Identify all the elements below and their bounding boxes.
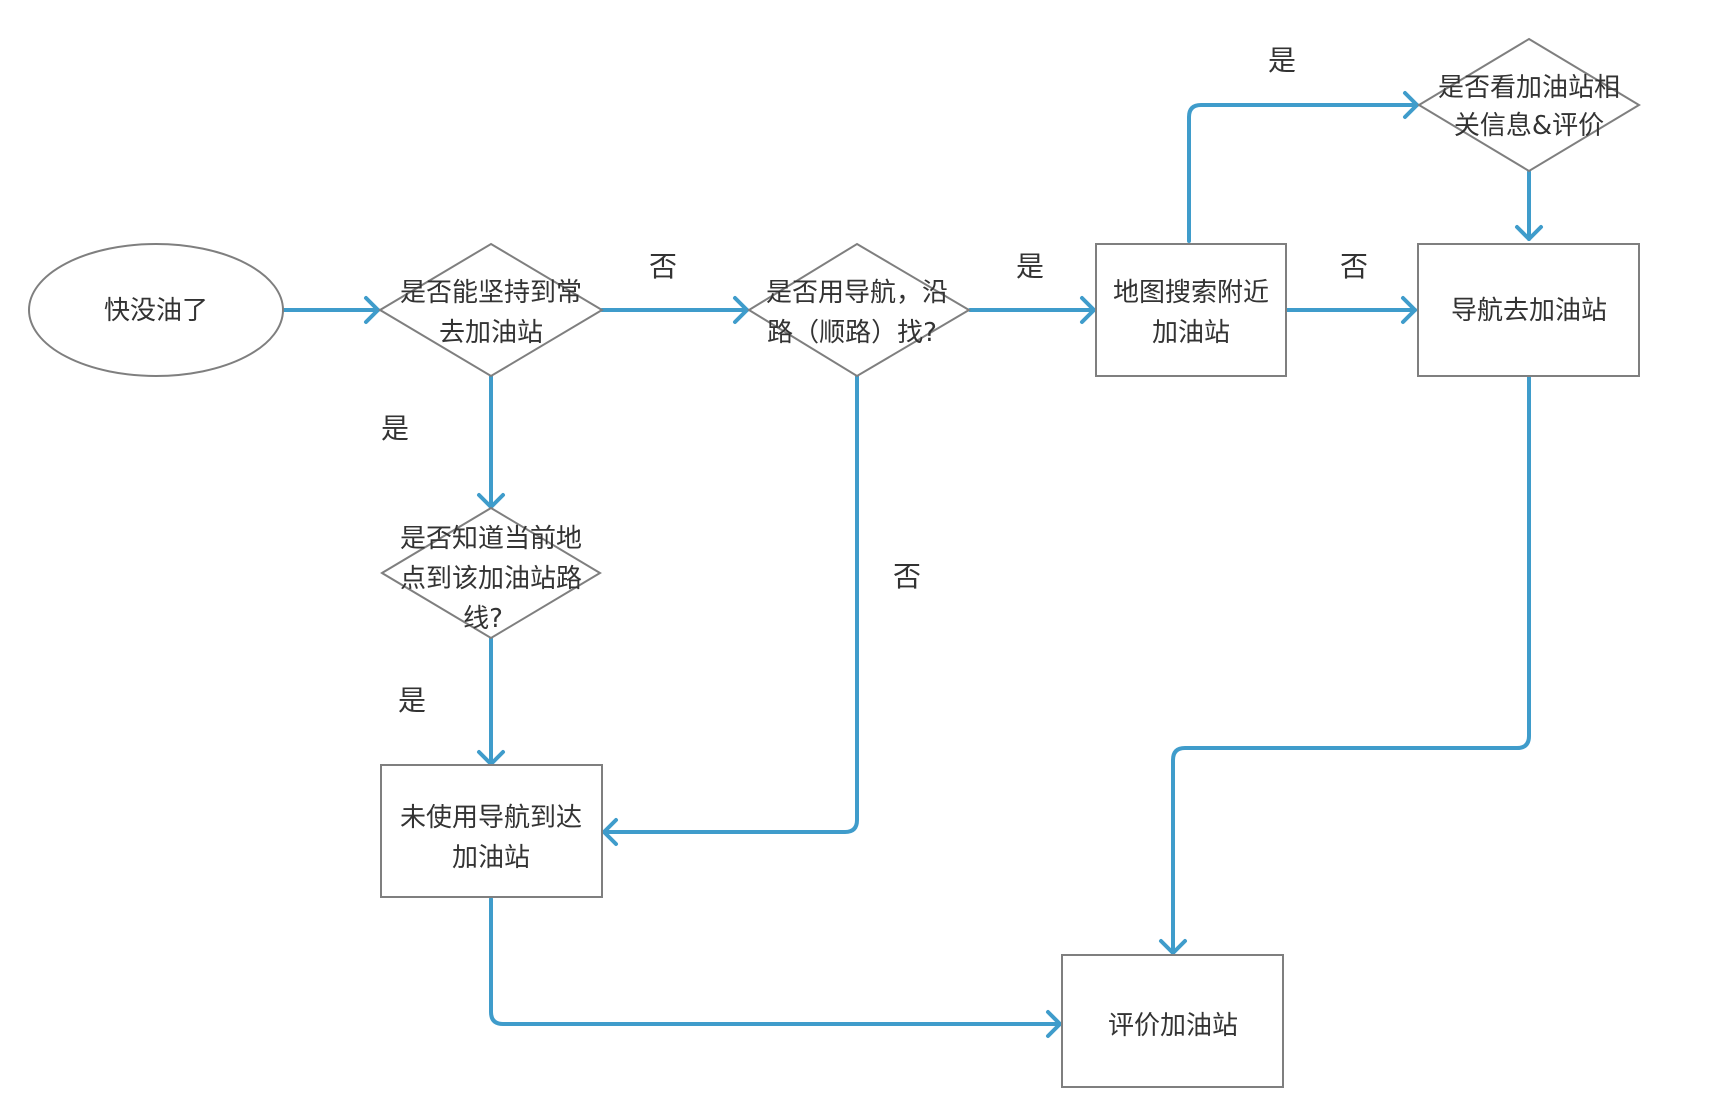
edge-label-nav-yes: 是 <box>1016 250 1044 283</box>
edge-labels: 否 是 是 否 是 是 否 <box>381 44 1368 717</box>
edge-label-nav-no: 否 <box>893 560 921 593</box>
node-search-map-line2: 加油站 <box>1152 318 1230 348</box>
node-decision-nav-line2: 路（顺路）找? <box>767 318 937 348</box>
arrowhead <box>1403 91 1419 119</box>
node-decision-info-line2: 关信息&评价 <box>1454 111 1604 141</box>
node-search-map[interactable]: 地图搜索附近 加油站 <box>1095 243 1287 377</box>
edge-navigate-to-rate <box>1171 374 1531 955</box>
node-arrive-no-nav-line1: 未使用导航到达 <box>400 803 582 833</box>
edge-label-hold-yes: 是 <box>381 412 409 445</box>
node-decision-route-line1: 是否知道当前地 <box>400 524 582 554</box>
arrowhead <box>733 296 749 324</box>
edge-label-route-yes: 是 <box>398 684 426 717</box>
node-decision-route[interactable]: 是否知道当前地 点到该加油站路 线? <box>380 506 602 640</box>
node-navigate[interactable]: 导航去加油站 <box>1417 243 1640 377</box>
node-rate[interactable]: 评价加油站 <box>1061 954 1284 1088</box>
node-decision-hold-line1: 是否能坚持到常 <box>400 278 582 308</box>
node-decision-nav[interactable]: 是否用导航，沿 路（顺路）找? <box>747 242 971 378</box>
arrowhead <box>602 818 618 846</box>
edge-arrive-to-rate <box>489 897 1062 1026</box>
node-decision-hold[interactable]: 是否能坚持到常 去加油站 <box>378 242 604 378</box>
node-arrive-no-nav[interactable]: 未使用导航到达 加油站 <box>380 764 603 898</box>
node-start[interactable]: 快没油了 <box>28 243 284 377</box>
edge-label-hold-no: 否 <box>649 250 677 283</box>
edges <box>281 91 1543 1038</box>
node-search-map-line1: 地图搜索附近 <box>1113 278 1269 308</box>
edge-label-search-no: 否 <box>1340 250 1368 283</box>
arrowhead <box>1159 939 1187 955</box>
node-decision-info[interactable]: 是否看加油站相 关信息&评价 <box>1417 37 1641 173</box>
node-decision-hold-line2: 去加油站 <box>439 318 543 348</box>
edge-search-to-info <box>1187 103 1419 243</box>
node-decision-route-line3: 线? <box>463 604 503 634</box>
node-decision-route-line2: 点到该加油站路 <box>400 564 582 594</box>
node-arrive-no-nav-line2: 加油站 <box>452 843 530 873</box>
arrowhead <box>1401 296 1417 324</box>
arrowhead <box>1515 225 1543 241</box>
edge-nav-to-arrive <box>602 374 859 834</box>
node-decision-info-line1: 是否看加油站相 <box>1438 73 1620 103</box>
arrowhead <box>1046 1010 1062 1038</box>
node-decision-nav-line1: 是否用导航，沿 <box>766 278 948 308</box>
arrowhead <box>364 296 380 324</box>
edge-label-search-yes: 是 <box>1268 44 1296 77</box>
node-navigate-label: 导航去加油站 <box>1451 296 1607 326</box>
node-rate-label: 评价加油站 <box>1108 1011 1238 1041</box>
arrowhead <box>1080 296 1096 324</box>
node-start-label: 快没油了 <box>104 296 208 326</box>
